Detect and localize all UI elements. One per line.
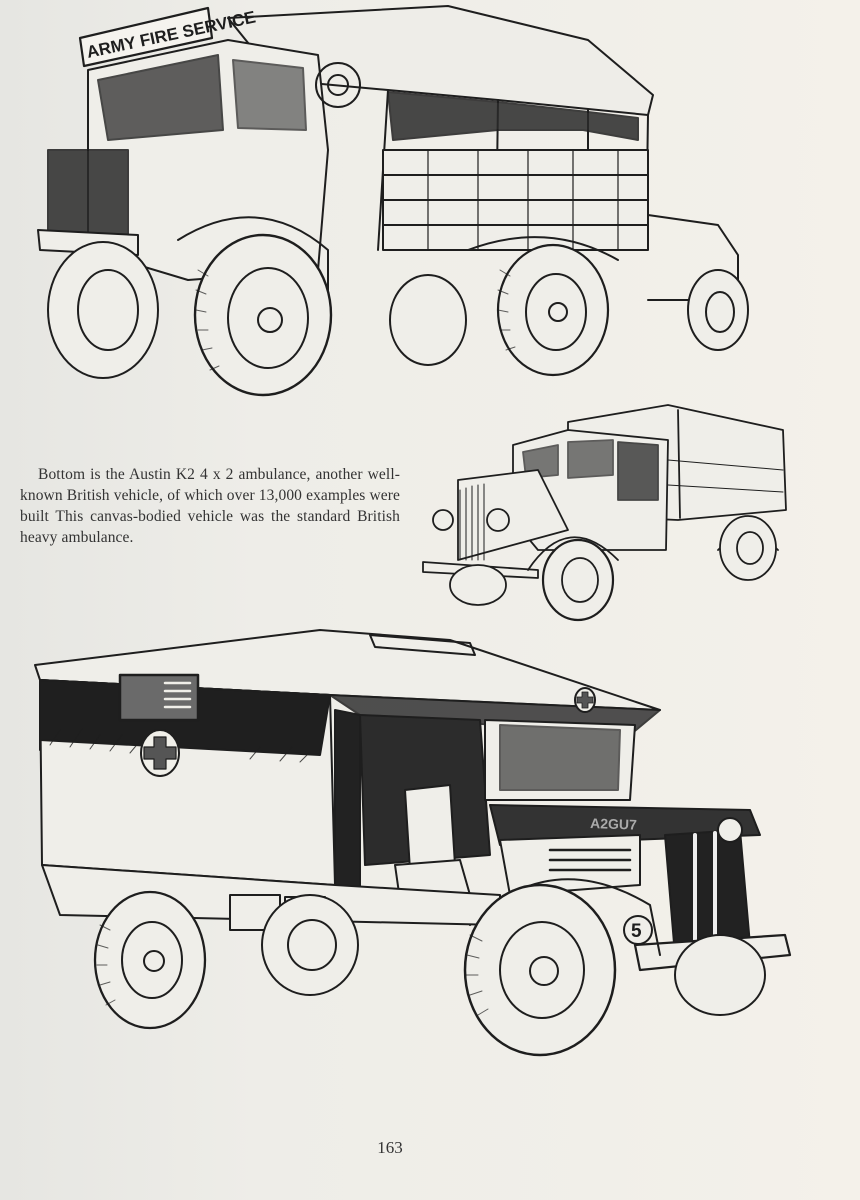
red-cross-emblem	[140, 729, 180, 777]
front-right-wheel	[193, 233, 333, 397]
austin-k2-cutaway-illustration: A2GU7 5	[30, 625, 795, 1085]
caption-text: Bottom is the Austin K2 4 x 2 ambulance,…	[20, 466, 400, 546]
rear-wheels	[93, 890, 359, 1030]
rear-wheel	[389, 243, 610, 377]
front-wheels	[463, 883, 766, 1057]
trailer-wheel	[687, 269, 749, 351]
svg-text:A2GU7: A2GU7	[590, 815, 637, 833]
wheel-number-badge: 5	[623, 915, 653, 945]
page-number: 163	[377, 1138, 403, 1157]
austin-k2-illustration	[418, 400, 790, 625]
fire-truck-illustration: ARMY FIRE SERVICE	[28, 0, 758, 410]
svg-text:5: 5	[631, 921, 642, 942]
front-left-wheel	[47, 241, 159, 379]
caption: Bottom is the Austin K2 4 x 2 ambulance,…	[20, 464, 400, 548]
